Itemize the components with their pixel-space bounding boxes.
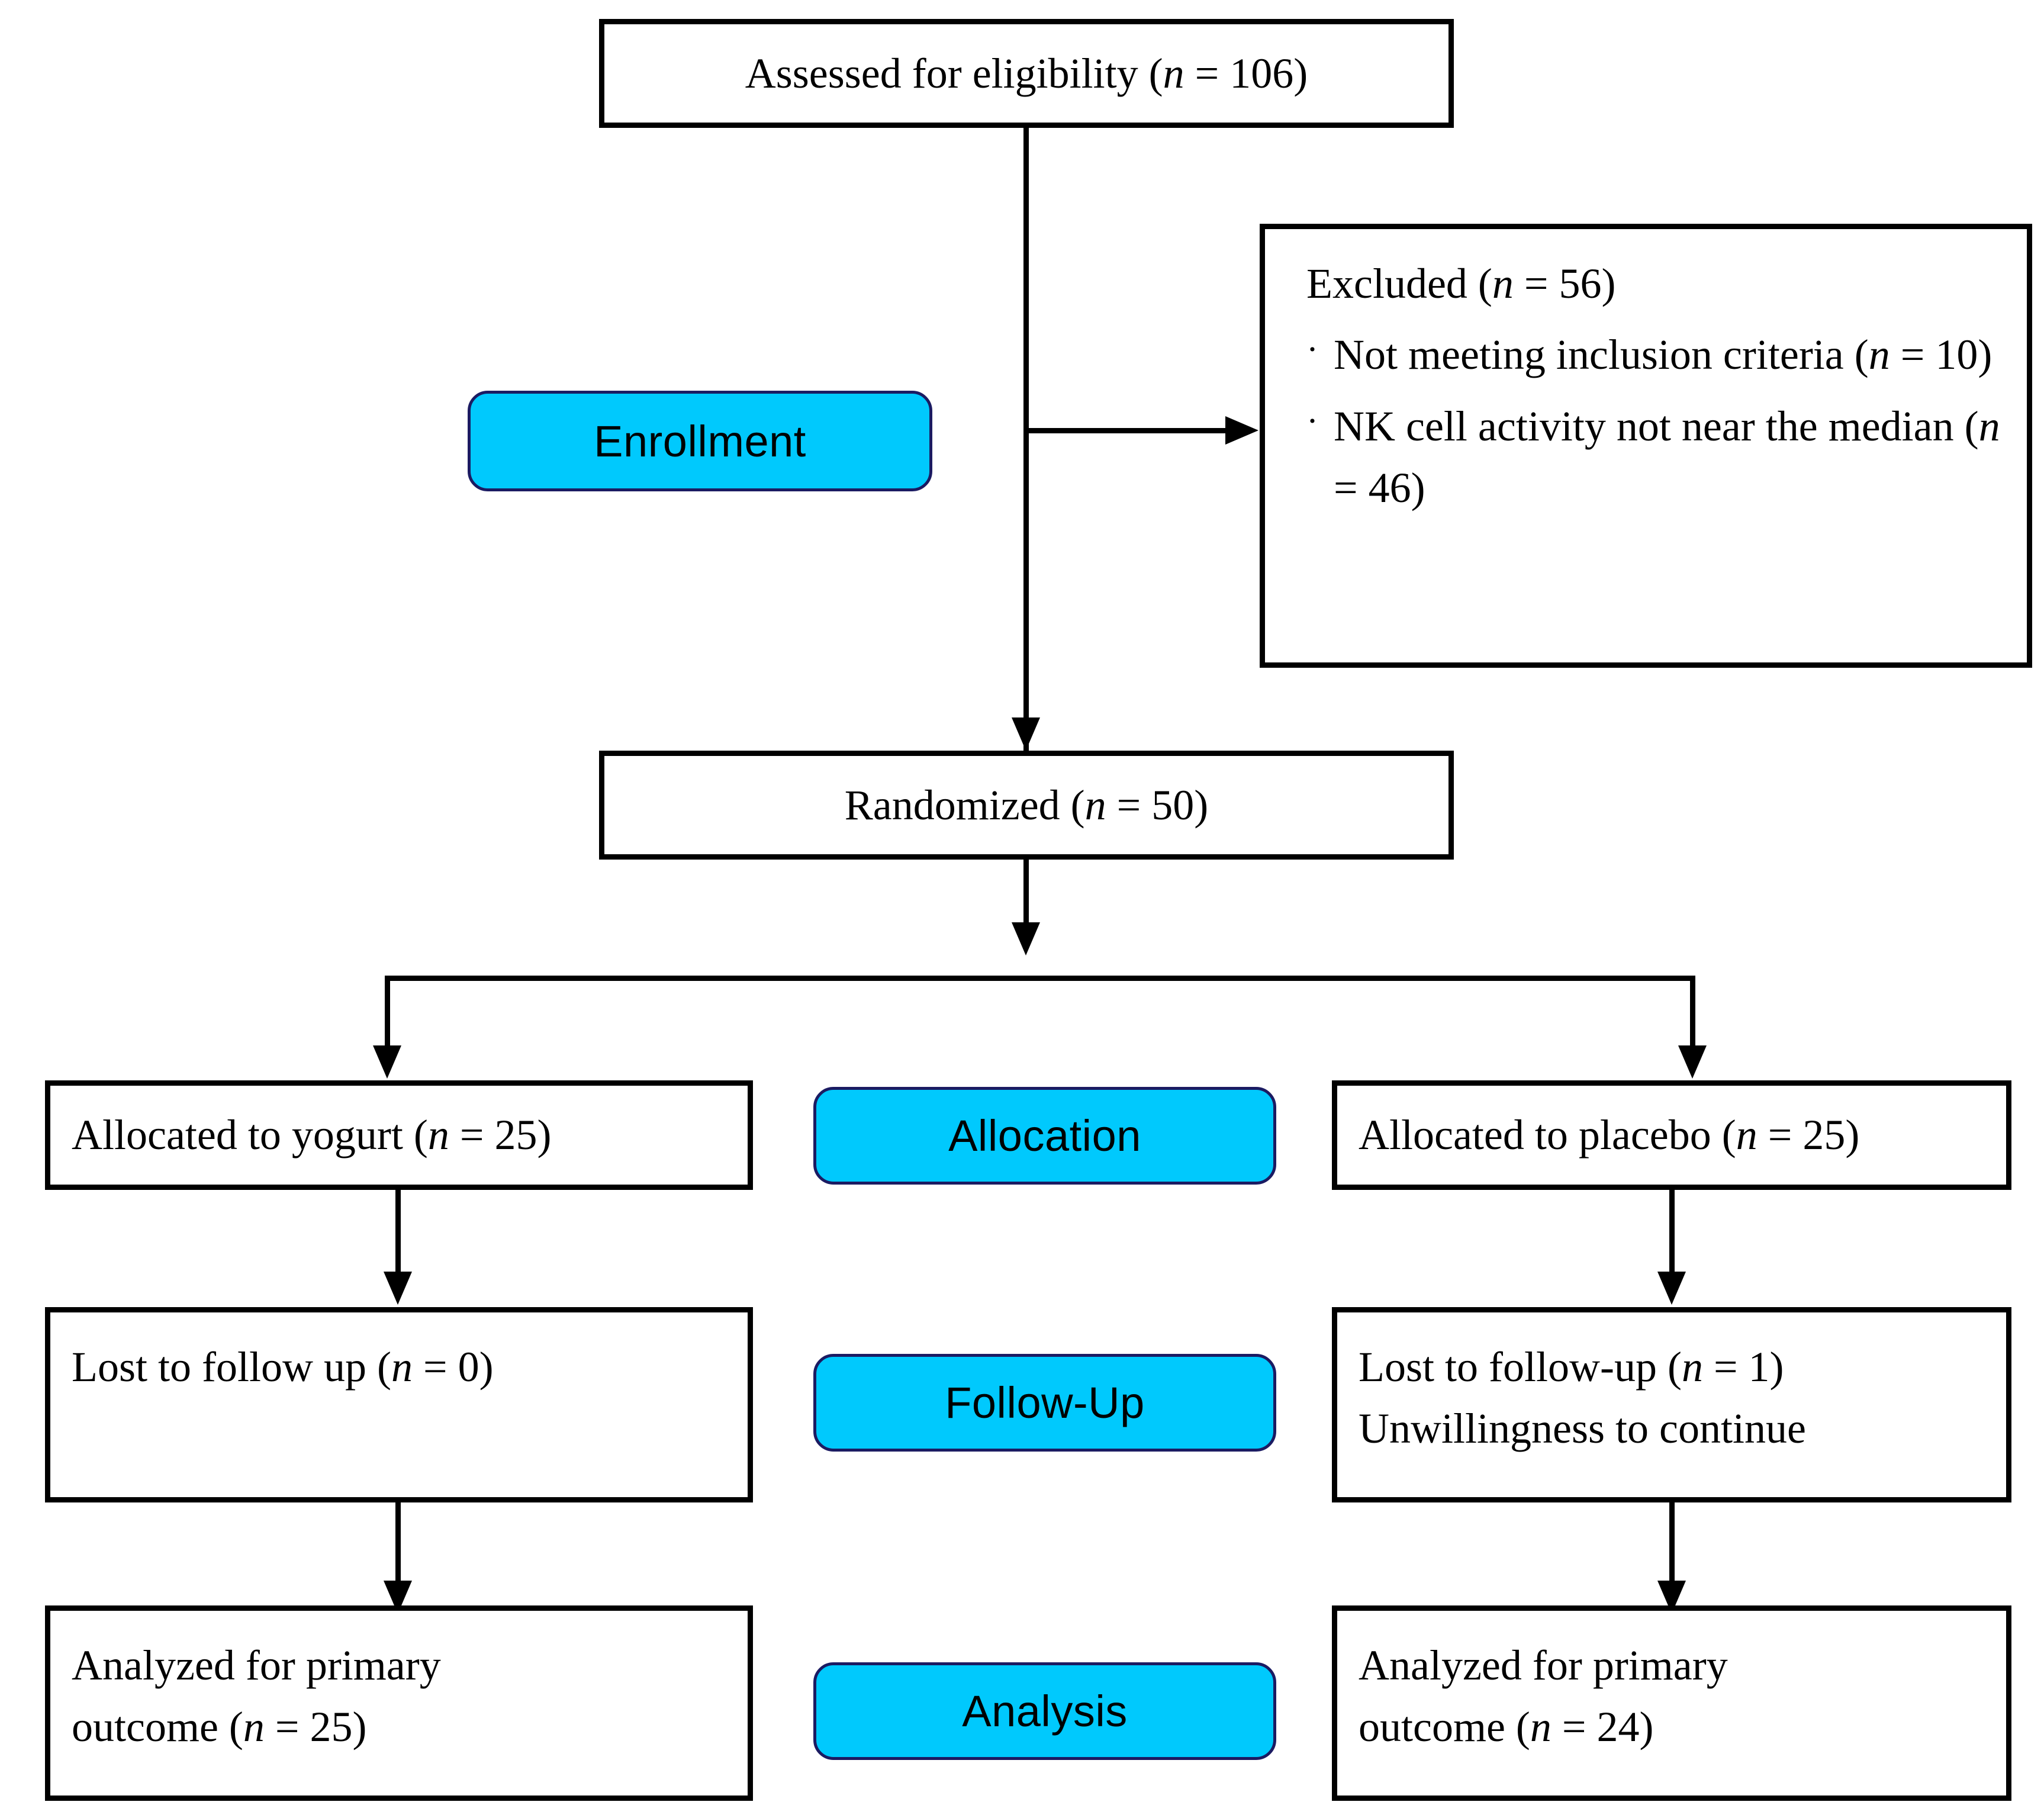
box-allocated-placebo: Allocated to placebo (n = 25) (1332, 1080, 2011, 1190)
box-excluded: Excluded (n = 56) · Not meeting inclusio… (1260, 224, 2032, 668)
stage-label-allocation: Allocation (948, 1111, 1141, 1160)
assessed-label: Assessed for eligibility (n = 106) (745, 49, 1308, 97)
connector-yogurt-alloc-arrowhead (384, 1272, 412, 1305)
analyzed-yogurt-line1: Analyzed for primary (72, 1642, 441, 1689)
connector-placebo-alloc-to-followup (1669, 1190, 1675, 1273)
connector-placebo-followup-to-analysis (1669, 1502, 1675, 1582)
connector-to-excluded-line (1026, 428, 1227, 433)
connector-split-bar (385, 976, 1695, 981)
box-allocated-yogurt: Allocated to yogurt (n = 25) (45, 1080, 753, 1190)
lost-followup-placebo-reason: Unwillingness to continue (1359, 1405, 1806, 1453)
stage-pill-analysis[interactable]: Analysis (813, 1662, 1276, 1760)
excluded-heading: Excluded (n = 56) (1306, 260, 1616, 307)
allocated-placebo-label: Allocated to placebo (n = 25) (1359, 1111, 1860, 1159)
excluded-item-text: Not meeting inclusion criteria (n = 10) (1334, 331, 1993, 379)
stage-pill-allocation[interactable]: Allocation (813, 1087, 1276, 1185)
bullet-icon: · (1306, 330, 1318, 369)
stage-pill-enrollment[interactable]: Enrollment (468, 391, 932, 491)
stage-label-follow-up: Follow-Up (945, 1378, 1145, 1427)
stage-pill-follow-up[interactable]: Follow-Up (813, 1354, 1276, 1452)
excluded-list-item: · NK cell activity not near the median (… (1306, 395, 2021, 519)
box-lost-followup-placebo: Lost to follow-up (n = 1)Unwillingness t… (1332, 1307, 2011, 1502)
connector-yogurt-alloc-to-followup (395, 1190, 401, 1273)
box-lost-followup-yogurt: Lost to follow up (n = 0) (45, 1307, 753, 1502)
connector-split-right-arrowhead (1678, 1045, 1707, 1079)
connector-to-excluded-arrowhead (1225, 416, 1258, 445)
connector-split-left-drop (385, 976, 390, 1047)
stage-label-analysis: Analysis (962, 1687, 1128, 1736)
connector-into-randomized-arrowhead (1012, 717, 1040, 751)
connector-randomized-stem (1023, 860, 1029, 925)
connector-placebo-alloc-arrowhead (1657, 1272, 1686, 1305)
analyzed-placebo-line1: Analyzed for primary (1359, 1642, 1728, 1689)
excluded-list-item: · Not meeting inclusion criteria (n = 10… (1306, 324, 2021, 385)
connector-assessed-to-randomized (1023, 128, 1029, 752)
box-randomized: Randomized (n = 50) (599, 751, 1454, 860)
stage-label-enrollment: Enrollment (594, 416, 806, 466)
excluded-content: Excluded (n = 56) · Not meeting inclusio… (1286, 253, 2027, 519)
excluded-item-text: NK cell activity not near the median (n … (1334, 402, 2000, 512)
bullet-icon: · (1306, 401, 1318, 440)
lost-followup-placebo-label: Lost to follow-up (n = 1)Unwillingness t… (1359, 1343, 1806, 1453)
connector-split-right-drop (1690, 976, 1695, 1047)
connector-randomized-stem-arrowhead (1012, 922, 1040, 955)
lost-followup-yogurt-label: Lost to follow up (n = 0) (72, 1343, 494, 1391)
randomized-label: Randomized (n = 50) (844, 781, 1209, 829)
allocated-yogurt-label: Allocated to yogurt (n = 25) (72, 1111, 552, 1159)
connector-yogurt-followup-to-analysis (395, 1502, 401, 1582)
connector-split-left-arrowhead (373, 1045, 401, 1079)
box-assessed-for-eligibility: Assessed for eligibility (n = 106) (599, 19, 1454, 128)
